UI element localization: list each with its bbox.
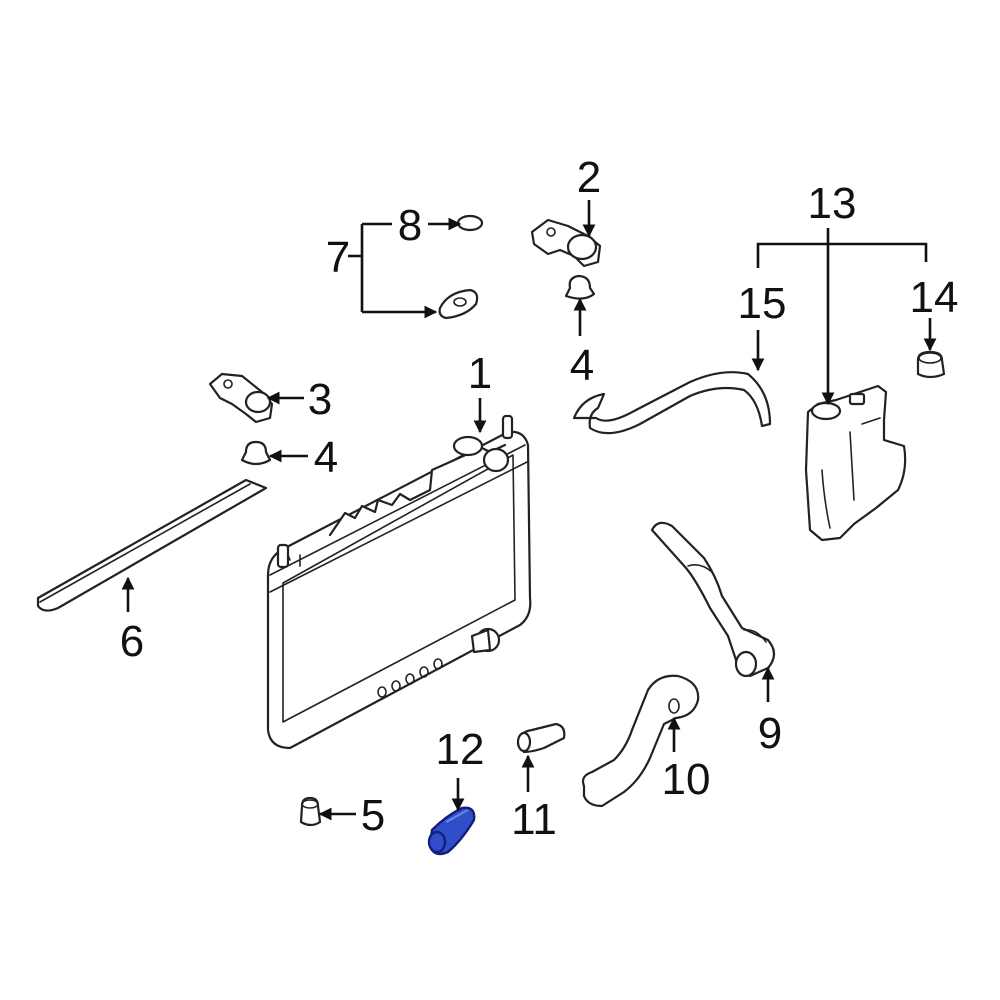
- small-hose-part-11[interactable]: [516, 722, 566, 754]
- lower-hose-part-10[interactable]: [581, 674, 700, 808]
- seal-strip-part-6[interactable]: [36, 478, 268, 612]
- hose-part-12-highlighted[interactable]: [427, 806, 476, 856]
- reservoir-tank-part-13[interactable]: [804, 384, 907, 542]
- callout-labels: 1 2 3 4 4 5 6 7 8 9 10 11 12 13 14 15: [120, 153, 959, 844]
- mount-bracket-part-2[interactable]: [530, 218, 602, 268]
- callout-9: 9: [758, 709, 782, 758]
- callout-4-lower: 4: [314, 433, 338, 482]
- callout-2: 2: [577, 153, 601, 202]
- callout-6: 6: [120, 617, 144, 666]
- callout-3: 3: [308, 375, 332, 424]
- drain-plug-part-5[interactable]: [299, 796, 322, 827]
- mount-bracket-part-3[interactable]: [208, 372, 274, 424]
- callout-13: 13: [808, 179, 857, 228]
- grommet-part-4-lower[interactable]: [240, 440, 272, 466]
- overflow-hose-part-15[interactable]: [572, 371, 772, 435]
- callout-12: 12: [436, 725, 485, 774]
- leader-13-bracket: [756, 242, 928, 268]
- leader-lines: [121, 200, 937, 821]
- callout-7: 7: [326, 233, 350, 282]
- grommet-part-8[interactable]: [456, 214, 484, 232]
- cap-part-14[interactable]: [916, 350, 946, 379]
- callout-11: 11: [511, 795, 557, 844]
- upper-hose-part-9[interactable]: [650, 521, 776, 678]
- callout-5: 5: [361, 791, 385, 840]
- mount-pad-part-7[interactable]: [438, 288, 479, 320]
- callout-4-upper: 4: [570, 341, 594, 390]
- callout-14: 14: [910, 273, 959, 322]
- callout-10: 10: [662, 755, 711, 804]
- grommet-part-4-upper[interactable]: [564, 274, 596, 300]
- callout-8: 8: [398, 201, 422, 250]
- radiator-part[interactable]: [266, 414, 532, 750]
- callout-15: 15: [738, 279, 787, 328]
- callout-1: 1: [468, 349, 492, 398]
